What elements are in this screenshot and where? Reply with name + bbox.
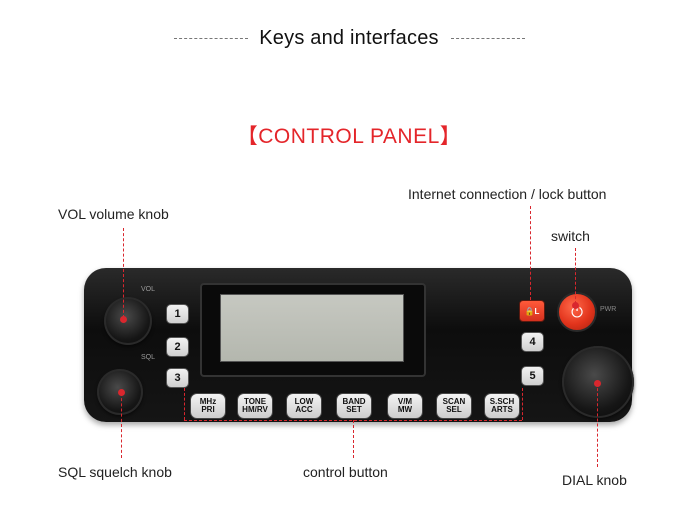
leader-lock bbox=[530, 206, 531, 300]
vol-volume-knob[interactable] bbox=[104, 297, 152, 345]
leader-dial-dot bbox=[594, 380, 601, 387]
key-2[interactable]: 2 bbox=[166, 337, 189, 357]
power-icon: ⏻ bbox=[571, 303, 583, 321]
callout-switch: switch bbox=[551, 228, 590, 244]
key-tone-hmrv-bottom: HM/RV bbox=[242, 405, 268, 414]
key-vm-mw-top: V/M bbox=[397, 397, 413, 406]
callout-control: control button bbox=[303, 464, 388, 480]
callout-dial: DIAL knob bbox=[562, 472, 627, 488]
callout-vol: VOL volume knob bbox=[58, 206, 169, 222]
key-band-set-top: BAND bbox=[342, 397, 366, 406]
key-scan-sel[interactable]: SCAN SEL bbox=[436, 393, 472, 419]
key-low-acc-bottom: ACC bbox=[295, 405, 313, 414]
key-ssch-arts-bottom: ARTS bbox=[491, 405, 513, 414]
key-1[interactable]: 1 bbox=[166, 304, 189, 324]
lcd-display bbox=[220, 294, 404, 362]
key-scan-sel-top: SCAN bbox=[442, 397, 466, 406]
key-band-set-bottom: SET bbox=[346, 405, 362, 414]
key-low-acc-top: LOW bbox=[294, 397, 314, 406]
key-mhz-pri[interactable]: MHz PRI bbox=[190, 393, 226, 419]
key-vm-mw-bottom: MW bbox=[397, 405, 413, 414]
leader-control-bracket-left bbox=[184, 388, 185, 420]
power-switch[interactable]: ⏻ bbox=[557, 292, 597, 332]
heading-dash-right bbox=[450, 38, 525, 40]
key-ssch-arts[interactable]: S.SCH ARTS bbox=[484, 393, 520, 419]
leader-switch-dot bbox=[572, 302, 579, 309]
key-tone-hmrv-top: TONE bbox=[243, 397, 267, 406]
key-ssch-arts-top: S.SCH bbox=[489, 397, 515, 406]
key-mhz-pri-top: MHz bbox=[199, 397, 217, 406]
key-low-acc[interactable]: LOW ACC bbox=[286, 393, 322, 419]
leader-sql bbox=[121, 393, 122, 458]
section-title: Keys and interfaces bbox=[259, 27, 439, 49]
leader-dial bbox=[597, 383, 598, 467]
callout-sql: SQL squelch knob bbox=[58, 464, 172, 480]
callout-lock: Internet connection / lock button bbox=[408, 186, 607, 202]
heading-dash-left bbox=[173, 38, 248, 40]
panel-title: 【CONTROL PANEL】 bbox=[236, 125, 462, 148]
leader-sql-dot bbox=[118, 389, 125, 396]
leader-vol bbox=[123, 228, 124, 318]
key-5[interactable]: 5 bbox=[521, 366, 544, 386]
leader-control-bracket-right bbox=[522, 388, 523, 420]
lock-icon: 🔒L bbox=[524, 306, 540, 316]
key-4[interactable]: 4 bbox=[521, 332, 544, 352]
section-heading: Keys and interfaces bbox=[0, 27, 698, 50]
leader-vol-dot bbox=[120, 316, 127, 323]
key-band-set[interactable]: BAND SET bbox=[336, 393, 372, 419]
pwr-silkscreen: PWR bbox=[600, 306, 617, 313]
vol-silkscreen: VOL bbox=[141, 286, 156, 293]
key-3[interactable]: 3 bbox=[166, 368, 189, 388]
leader-control bbox=[353, 420, 354, 458]
sql-silkscreen: SQL bbox=[141, 354, 156, 361]
key-tone-hmrv[interactable]: TONE HM/RV bbox=[237, 393, 273, 419]
key-mhz-pri-bottom: PRI bbox=[201, 405, 215, 414]
key-scan-sel-bottom: SEL bbox=[446, 405, 462, 414]
key-vm-mw[interactable]: V/M MW bbox=[387, 393, 423, 419]
leader-switch bbox=[575, 248, 576, 304]
lock-button[interactable]: 🔒L bbox=[519, 300, 545, 322]
